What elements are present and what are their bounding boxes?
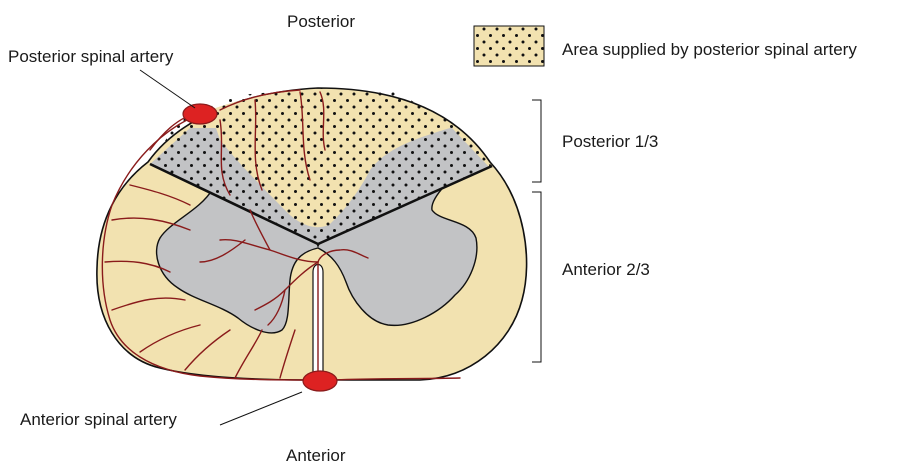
posterior-spinal-artery-vessel <box>183 104 217 124</box>
posterior-orientation-label: Posterior <box>287 12 355 32</box>
posterior-spinal-artery-label: Posterior spinal artery <box>8 47 173 67</box>
anterior-spinal-artery-vessel <box>303 371 337 391</box>
legend-label: Area supplied by posterior spinal artery <box>562 40 857 60</box>
anterior-spinal-artery-label: Anterior spinal artery <box>20 410 177 430</box>
posterior-third-label: Posterior 1/3 <box>562 132 658 152</box>
anterior-two-thirds-bracket <box>532 192 541 362</box>
posterior-artery-leader <box>140 70 195 108</box>
legend-swatch-dots <box>474 26 544 66</box>
anterior-two-thirds-label: Anterior 2/3 <box>562 260 650 280</box>
anterior-orientation-label: Anterior <box>286 446 346 466</box>
posterior-third-bracket <box>532 100 541 182</box>
anterior-artery-leader <box>220 392 302 425</box>
